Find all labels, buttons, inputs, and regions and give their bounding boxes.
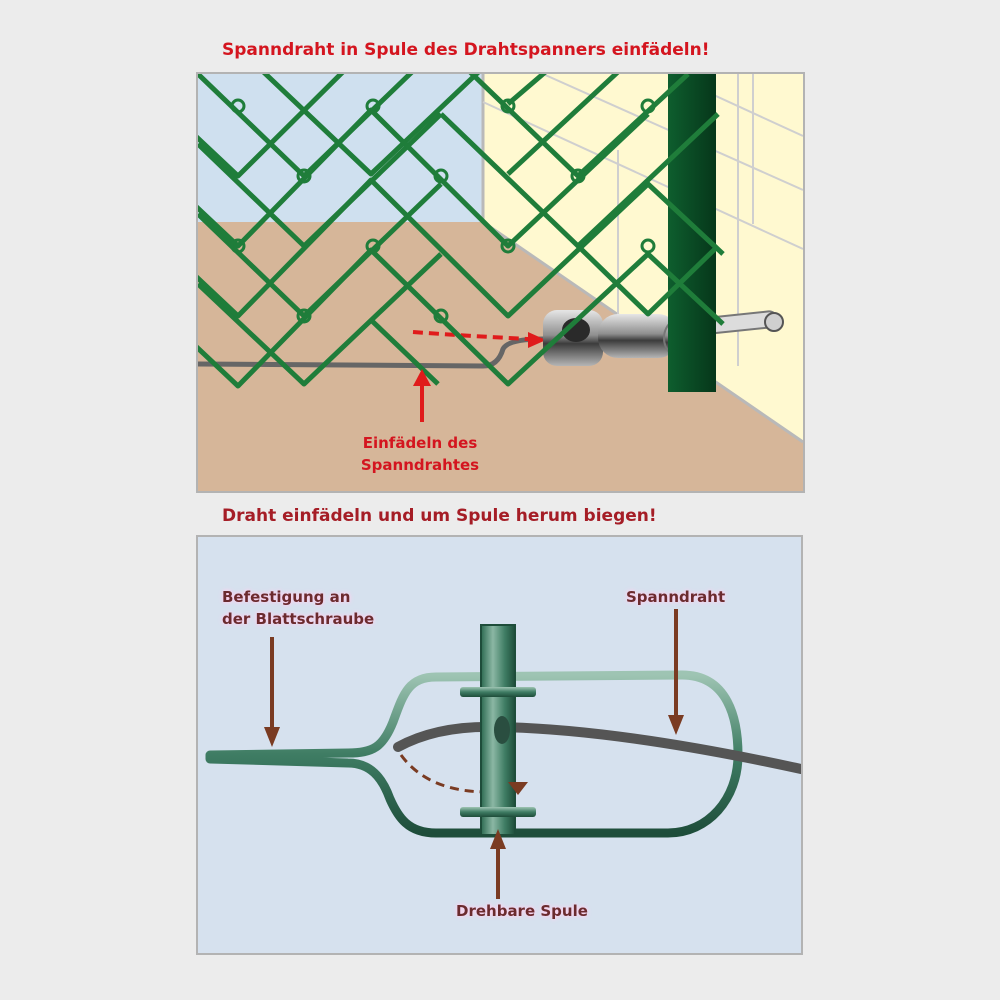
top-illustration-panel [196,72,805,493]
threading-callout-line2: Spanndrahtes [332,454,508,476]
threading-callout-line1: Einfädeln des [332,432,508,454]
spool-label: Drehbare Spule [456,900,588,922]
attachment-label-line1: Befestigung an [222,586,374,608]
attachment-label: Befestigung an der Blattschraube [222,586,374,630]
top-heading: Spanndraht in Spule des Drahtspanners ei… [222,40,709,60]
chain-link-fence-scene [198,74,803,491]
attachment-label-line2: der Blattschraube [222,608,374,630]
wire-label: Spanndraht [626,586,725,608]
threading-callout: Einfädeln des Spanndrahtes [332,432,508,476]
bottom-heading: Draht einfädeln und um Spule herum biege… [222,506,657,526]
